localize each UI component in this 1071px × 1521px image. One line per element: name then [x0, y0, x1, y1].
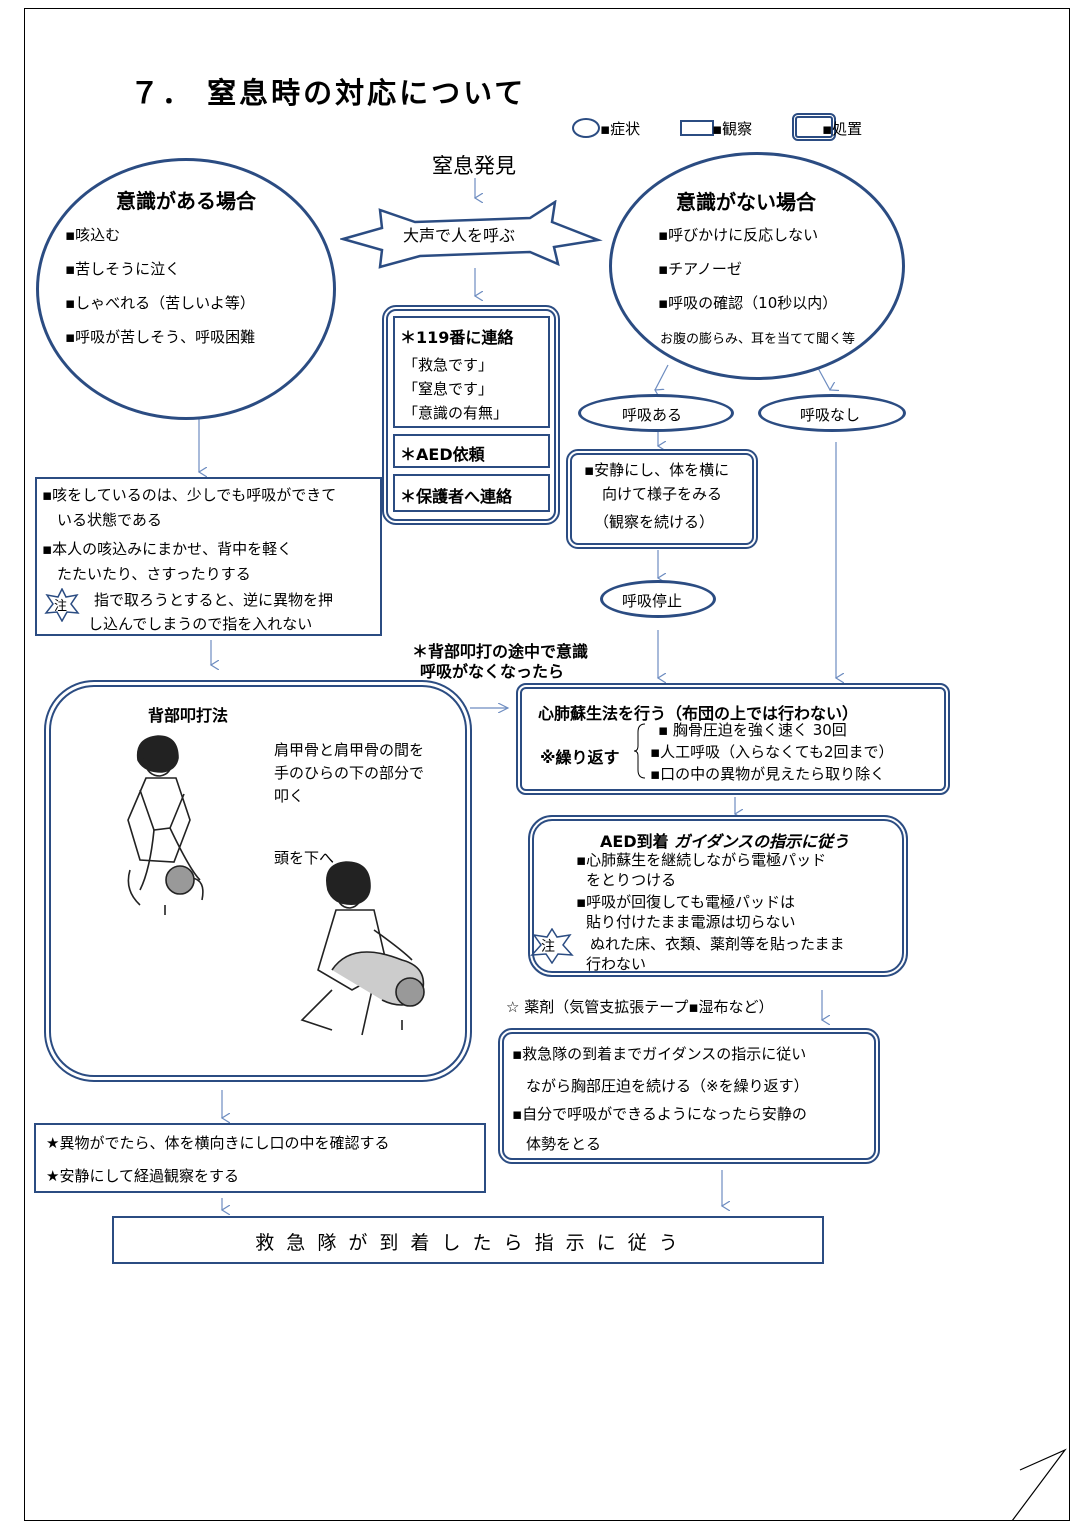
caution-badge: 注 [541, 939, 555, 955]
cough-line: いる状態である [42, 511, 162, 529]
cpr-repeat: ※繰り返す [540, 748, 620, 767]
call119-label: ＊119番に連絡 [400, 328, 514, 347]
call119-line: 「意識の有無」 [403, 404, 509, 422]
aed-note: ぬれた床、衣類、薬剤等を貼ったまま [590, 935, 845, 953]
child-back-blow-illustration [300, 861, 425, 1036]
breath-stop-ellipse [600, 580, 716, 618]
foreign-line: ★異物がでたら、体を横向きにし口の中を確認する [46, 1134, 390, 1152]
guidance-line: ながら胸部圧迫を続ける（※を繰り返す） [526, 1077, 809, 1095]
back-blow-text: 肩甲骨と肩甲骨の間を [274, 741, 425, 759]
rest-line: （観察を続ける） [594, 513, 715, 531]
foreign-line: ★安静にして経過観察をする [46, 1167, 239, 1185]
aed-request-label: ＊AED依頼 [400, 445, 485, 464]
breath-stop-label: 呼吸停止 [622, 592, 683, 610]
conscious-ellipse [36, 158, 336, 420]
guidance-line: ▪救急隊の到着までガイダンスの指示に従い [512, 1045, 807, 1063]
unconscious-item: ▪呼吸の確認（10秒以内） [658, 294, 838, 312]
breath-no-label: 呼吸なし [800, 406, 861, 424]
conscious-item: ▪しゃべれる（苦しいよ等） [65, 294, 255, 312]
parent-contact-label: ＊保護者へ連絡 [400, 487, 513, 506]
cough-note: し込んでしまうので指を入れない [88, 615, 313, 633]
aed-note: 行わない [586, 955, 647, 973]
drug-note: ☆ 薬剤（気管支拡張テープ▪湿布など） [506, 998, 774, 1016]
call-starburst [340, 200, 603, 269]
final-box [112, 1216, 824, 1264]
unconscious-item: ▪チアノーゼ [658, 260, 742, 278]
rest-line: 向けて様子をみる [602, 485, 723, 503]
aed-box [528, 815, 908, 977]
guidance-box [498, 1028, 880, 1164]
cough-box [35, 477, 382, 636]
back-note: ＊背部叩打の途中で意識 [412, 642, 589, 661]
aed-line: 貼り付けたまま電源は切らない [586, 913, 796, 931]
back-blow-text: 叩く [274, 787, 305, 805]
start-label: 窒息発見 [432, 154, 516, 178]
aed-line: ▪呼吸が回復しても電極パッドは [576, 893, 795, 911]
unconscious-ellipse [609, 152, 905, 380]
back-blow-box [44, 680, 472, 1082]
legend-observe: ▪観察 [712, 120, 753, 138]
rest-box [566, 449, 758, 549]
caution-star-icon [530, 928, 574, 964]
breath-yes-label: 呼吸ある [622, 406, 683, 424]
cough-line: たたいたり、さすったりする [42, 565, 251, 583]
breath-yes-ellipse [578, 394, 734, 432]
back-blow-text: 手のひらの下の部分で [274, 764, 425, 782]
cpr-box [516, 683, 950, 795]
legend-rect-icon [680, 120, 714, 136]
aed-line: ▪心肺蘇生を継続しながら電極パッド [576, 851, 827, 869]
aed-title-b: ガイダンスの指示に従う [674, 832, 850, 851]
unconscious-note: お腹の膨らみ、耳を当てて聞く等 [660, 332, 856, 347]
cough-note: 指で取ろうとすると、逆に異物を押 [94, 591, 333, 609]
page-title: ７． 窒息時の対応について [130, 76, 527, 110]
conscious-title: 意識がある場合 [116, 189, 256, 213]
cpr-item: ▪口の中の異物が見えたら取り除く [650, 765, 886, 783]
final-label: 救 急 隊 が 到 着 し た ら 指 示 に 従 う [255, 1232, 681, 1254]
legend-symptom: ▪症状 [600, 120, 641, 138]
aed-title-a: AED到着 [600, 832, 669, 851]
conscious-item: ▪苦しそうに泣く [65, 260, 181, 278]
back-blow-text2: 頭を下へ [274, 849, 335, 867]
caution-badge: 注 [54, 599, 68, 614]
guidance-line: ▪自分で呼吸ができるようになったら安静の [512, 1105, 807, 1123]
back-blow-title: 背部叩打法 [148, 706, 229, 725]
parent-contact-box [393, 474, 550, 512]
cpr-item: ▪ 胸骨圧迫を強く速く 30回 [658, 721, 847, 739]
call119-line: 「救急です」 [403, 356, 494, 374]
legend-treat: ▪処置 [822, 120, 863, 138]
call119-box [393, 316, 550, 428]
conscious-item: ▪呼吸が苦しそう、呼吸困難 [65, 328, 256, 346]
cough-line: ▪咳をしているのは、少しでも呼吸ができて [42, 486, 337, 504]
call-label: 大声で人を呼ぶ [403, 226, 516, 245]
cough-line: ▪本人の咳込みにまかせ、背中を軽く [42, 540, 293, 558]
conscious-item: ▪咳込む [65, 226, 121, 244]
caution-star-icon [44, 588, 80, 622]
cpr-title: 心肺蘇生法を行う（布団の上では行わない） [538, 704, 859, 723]
aed-line: をとりつける [586, 871, 677, 889]
rest-line: ▪安静にし、体を横に [584, 461, 730, 479]
cpr-brace [633, 723, 646, 779]
legend-ellipse-icon [572, 118, 600, 138]
breath-no-ellipse [758, 394, 906, 432]
guidance-line: 体勢をとる [526, 1135, 602, 1153]
call119-line: 「窒息です」 [403, 380, 494, 398]
infant-back-blow-illustration [127, 735, 204, 915]
legend-double-rect-icon [792, 113, 836, 141]
foreign-box [34, 1123, 486, 1193]
back-note: 呼吸がなくなったら [420, 662, 565, 681]
aed-request-box [393, 434, 550, 468]
cpr-item: ▪人工呼吸（入らなくても2回まで） [650, 743, 894, 761]
unconscious-item: ▪呼びかけに反応しない [658, 226, 819, 244]
unconscious-title: 意識がない場合 [676, 190, 816, 214]
